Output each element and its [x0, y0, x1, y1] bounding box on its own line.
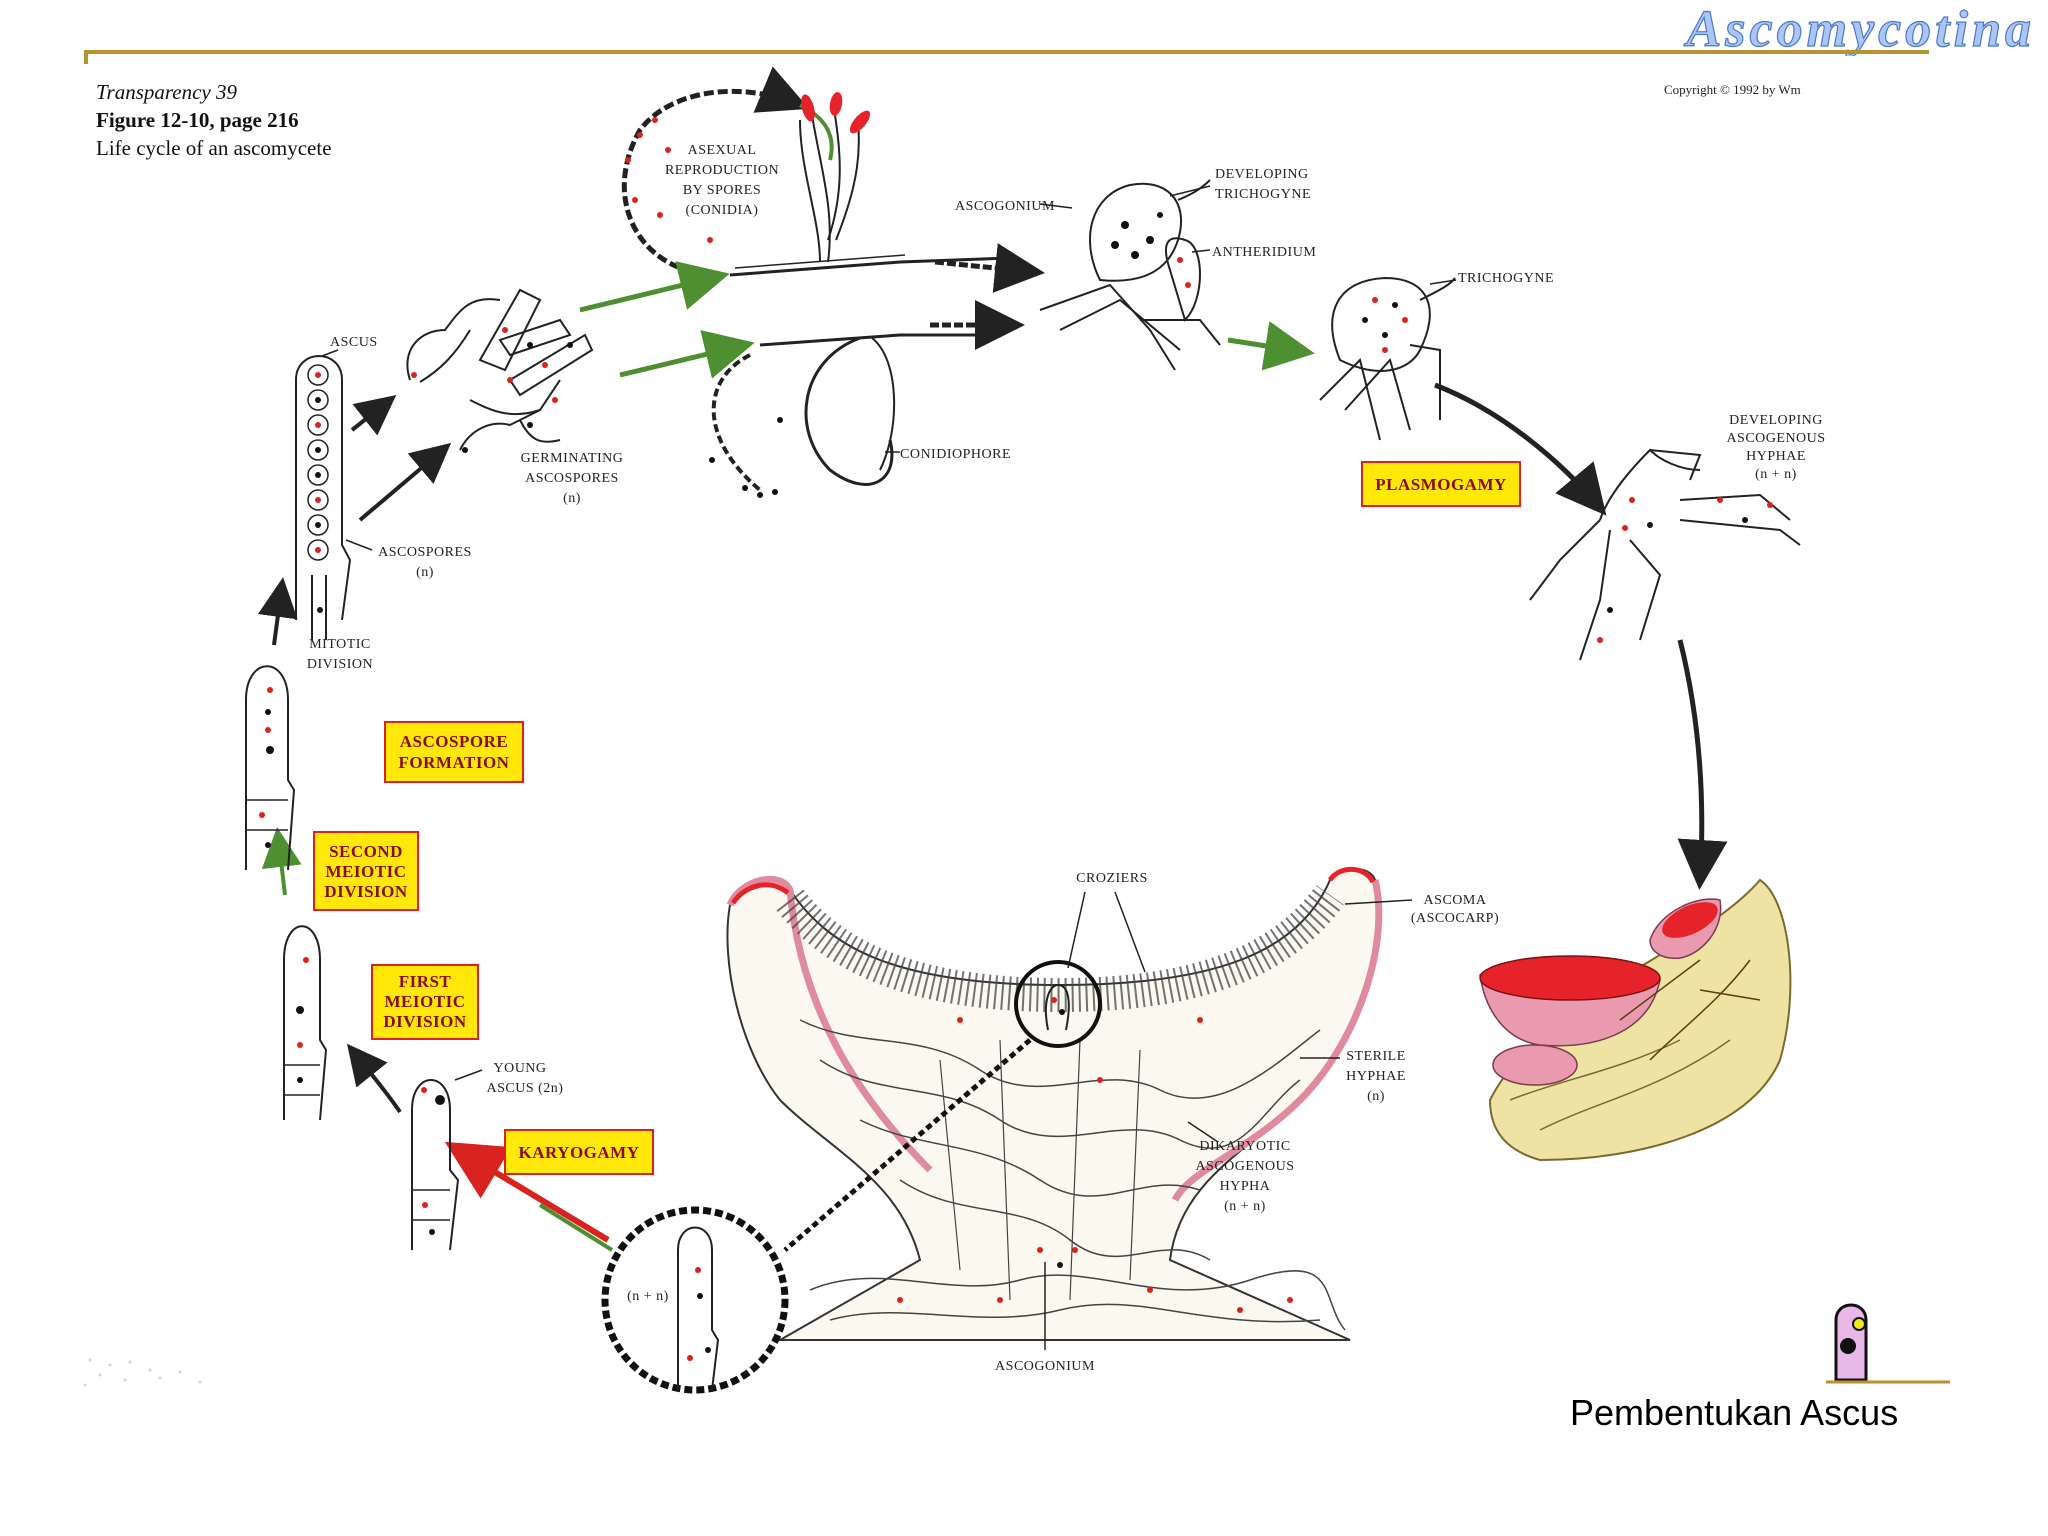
label-antheridium: ANTHERIDIUM [1212, 245, 1316, 260]
slide-caption: Pembentukan Ascus [1570, 1392, 1899, 1433]
label-young-ascus-1: YOUNG [493, 1061, 546, 1076]
label-dikaryotic-3: HYPHA [1220, 1179, 1271, 1194]
label-young-ascus-2: ASCUS (2n) [487, 1081, 564, 1096]
label-mitotic-1: MITOTIC [309, 637, 371, 652]
label-ascogonium-top: ASCOGONIUM [955, 199, 1055, 214]
dikaryon-magnified: (n + n) [601, 1206, 789, 1394]
ascogonium-developing [1039, 179, 1221, 371]
label-asexual-3: BY SPORES [683, 183, 761, 198]
label-ascospores-2: (n) [416, 565, 434, 580]
caption-description: Life cycle of an ascomycete [96, 136, 332, 160]
brand-title: Ascomycotina [1684, 1, 2035, 56]
title-rule-tick [84, 50, 88, 64]
young-ascus [411, 1079, 460, 1251]
caption-figure: Figure 12-10, page 216 [96, 108, 299, 132]
stage-first-meiotic-1: FIRST [399, 972, 452, 991]
arrow-to-ascoma [1677, 639, 1728, 890]
arrow-to-conidiophore-lower [619, 330, 755, 379]
label-trichogyne: TRICHOGYNE [1458, 271, 1554, 286]
stage-second-meiotic-1: SECOND [329, 842, 403, 861]
label-dev-ascogenous-2: ASCOGENOUS [1726, 431, 1825, 446]
stage-first-meiotic-2: MEIOTIC [385, 992, 466, 1011]
arrow-karyogamy-green [538, 1203, 614, 1252]
stage-karyogamy-label: KARYOGAMY [518, 1143, 639, 1162]
label-germinating-3: (n) [563, 491, 581, 506]
asexual-conidia-loop [621, 66, 834, 278]
label-n-plus-n: (n + n) [627, 1289, 669, 1304]
stage-karyogamy: KARYOGAMY [504, 1129, 654, 1175]
stage-first-meiotic-3: DIVISION [383, 1012, 467, 1031]
conidiophore-top [729, 92, 1011, 277]
ascocarp-section [726, 866, 1383, 1341]
label-dev-ascogenous-1: DEVELOPING [1729, 413, 1823, 428]
caption-transparency: Transparency 39 [96, 80, 237, 104]
label-ascospores-1: ASCOSPORES [378, 545, 472, 560]
stage-second-meiotic-3: DIVISION [324, 882, 408, 901]
arrow-to-conidiophore [579, 261, 730, 313]
arrow-to-ascogonium-1 [934, 243, 1045, 293]
stage-second-meiotic: SECOND MEIOTIC DIVISION [313, 831, 419, 911]
scan-speckle [83, 1358, 202, 1387]
label-croziers: CROZIERS [1076, 871, 1148, 886]
brand-logo: Ascomycotina [1683, 0, 2035, 56]
trichogyne-fusion [1319, 276, 1456, 441]
magnify-connector [783, 1038, 1032, 1252]
arrow-to-ascogenous [1434, 382, 1607, 516]
title-rule [84, 50, 1929, 54]
label-ascoma-1: ASCOMA [1424, 893, 1487, 908]
mature-ascus [295, 355, 352, 640]
ascus-second-meiosis [245, 665, 296, 871]
arrow-karyogamy [444, 1141, 610, 1243]
label-dikaryotic-2: ASCOGENOUS [1195, 1159, 1294, 1174]
ascus-first-meiosis [283, 925, 328, 1121]
label-dev-ascogenous-3: HYPHAE [1746, 449, 1806, 464]
label-conidiophore: CONIDIOPHORE [900, 447, 1011, 462]
label-germinating-2: ASCOSPORES [525, 471, 619, 486]
ascoma-on-wood [1479, 878, 1792, 1162]
label-asexual-2: REPRODUCTION [665, 163, 779, 178]
label-asexual-4: (CONIDIA) [686, 203, 759, 218]
stage-plasmogamy-label: PLASMOGAMY [1375, 475, 1507, 494]
ascus-icon [1826, 1303, 1950, 1384]
germinating-ascospores [406, 288, 594, 453]
stage-second-meiotic-2: MEIOTIC [326, 862, 407, 881]
stage-first-meiotic: FIRST MEIOTIC DIVISION [371, 964, 479, 1040]
label-ascogonium-bottom: ASCOGONIUM [995, 1359, 1095, 1374]
stage-ascospore-formation-1: ASCOSPORE [400, 732, 508, 751]
stage-plasmogamy: PLASMOGAMY [1361, 461, 1521, 507]
label-dikaryotic-4: (n + n) [1224, 1199, 1266, 1214]
label-sterile-2: HYPHAE [1346, 1069, 1406, 1084]
label-developing-trichogyne-2: TRICHOGYNE [1215, 187, 1311, 202]
label-asexual-1: ASEXUAL [688, 143, 757, 158]
label-developing-trichogyne-1: DEVELOPING [1215, 167, 1309, 182]
label-dev-ascogenous-4: (n + n) [1755, 467, 1797, 482]
crozier-highlight [1014, 960, 1102, 1048]
label-ascoma-2: (ASCOCARP) [1411, 911, 1499, 926]
label-mitotic-2: DIVISION [307, 657, 373, 672]
label-sterile-3: (n) [1367, 1089, 1385, 1104]
label-ascus: ASCUS [330, 335, 378, 350]
label-sterile-1: STERILE [1346, 1049, 1406, 1064]
copyright-note: Copyright © 1992 by Wm [1664, 82, 1801, 97]
label-dikaryotic-1: DIKARYOTIC [1199, 1139, 1290, 1154]
stage-ascospore-formation: ASCOSPORE FORMATION [384, 721, 524, 783]
stage-ascospore-formation-2: FORMATION [399, 753, 510, 772]
developing-ascogenous-hyphae [1529, 448, 1801, 661]
arrow-to-trichogyne [1227, 321, 1315, 371]
conidiophore-lower [709, 333, 1000, 498]
label-germinating-1: GERMINATING [521, 451, 624, 466]
